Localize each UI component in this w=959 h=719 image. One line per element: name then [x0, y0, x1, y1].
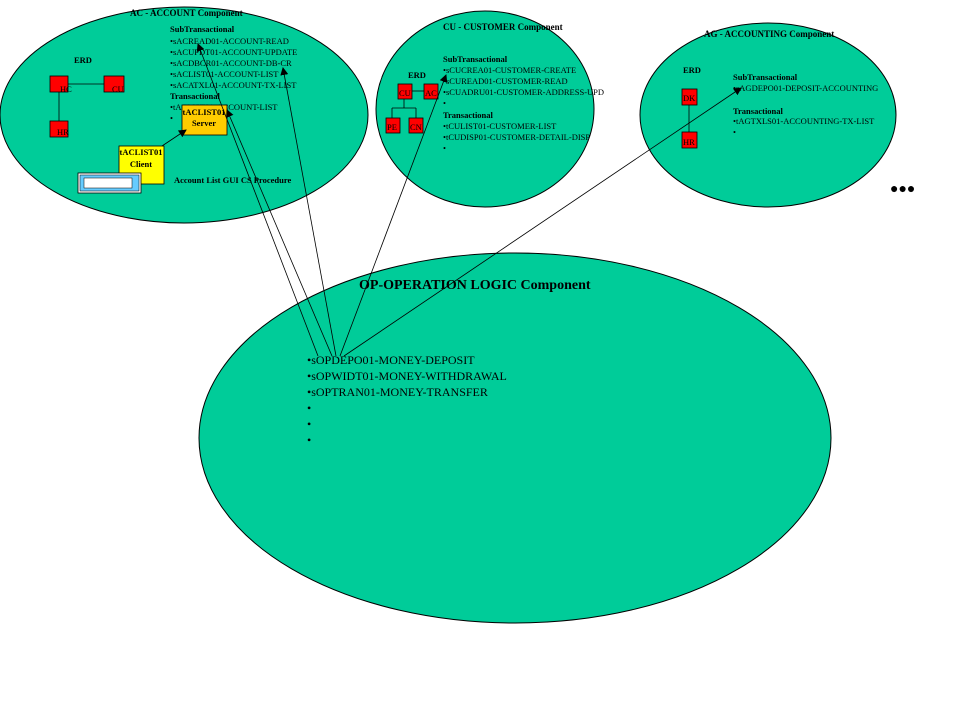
svg-text:•sCUCREA01-CUSTOMER-CREATE: •sCUCREA01-CUSTOMER-CREATE: [443, 65, 576, 75]
svg-text:•sCUADRU01-CUSTOMER-ADDRESS-UP: •sCUADRU01-CUSTOMER-ADDRESS-UPD: [443, 87, 604, 97]
cu-entity-cu: CU: [397, 83, 413, 100]
cu-entity-cn: CN: [408, 117, 424, 134]
cu-erd-label: ERD: [408, 70, 426, 80]
ac-sub-item: sACDBCR01-ACCOUNT-DB-CR: [173, 58, 292, 68]
svg-text:•sACLIST01-ACCOUNT-LIST: •sACLIST01-ACCOUNT-LIST: [170, 69, 279, 79]
svg-text:•tAGTXLS01-ACCOUNTING-TX-LIST: •tAGTXLS01-ACCOUNTING-TX-LIST: [733, 116, 875, 126]
cu-tx-item: tCUDISP01-CUSTOMER-DETAIL-DISP: [446, 132, 590, 142]
ac-gui-label: Account List GUI CS Procedure: [174, 175, 291, 185]
svg-text:PE: PE: [387, 122, 397, 132]
svg-text:HR: HR: [683, 137, 695, 147]
svg-text:•sCUREAD01-CUSTOMER-READ: •sCUREAD01-CUSTOMER-READ: [443, 76, 568, 86]
cu-tx-heading: Transactional: [443, 110, 494, 120]
ac-sub-item: sACUPDT01-ACCOUNT-UPDATE: [173, 47, 297, 57]
ag-component-ellipse: [639, 22, 897, 208]
ag-tx-heading: Transactional: [733, 106, 784, 116]
server-box-name: tACLIST01: [183, 107, 226, 117]
svg-text:•: •: [307, 401, 311, 415]
ac-entity-hc: HC: [49, 75, 72, 94]
op-item: sOPDEPO01-MONEY-DEPOSIT: [311, 353, 475, 367]
svg-text:•sACREAD01-ACCOUNT-READ: •sACREAD01-ACCOUNT-READ: [170, 36, 289, 46]
ag-sub-item: sAGDEPO01-DEPOSIT-ACCOUNTING: [736, 83, 878, 93]
cu-sub-item: sCUADRU01-CUSTOMER-ADDRESS-UPD: [446, 87, 604, 97]
svg-text:•sOPDEPO01-MONEY-DEPOSIT: •sOPDEPO01-MONEY-DEPOSIT: [307, 353, 475, 367]
ag-entity-dk: DK: [681, 88, 698, 106]
svg-text:AC: AC: [425, 88, 437, 98]
cu-sub-item: sCUCREA01-CUSTOMER-CREATE: [446, 65, 576, 75]
op-operation-list: •sOPDEPO01-MONEY-DEPOSIT •sOPWIDT01-MONE…: [307, 353, 507, 447]
svg-text:HR: HR: [57, 127, 69, 137]
svg-text:DK: DK: [683, 93, 696, 103]
svg-text:•sACATXL01-ACCOUNT-TX-LIST: •sACATXL01-ACCOUNT-TX-LIST: [170, 80, 297, 90]
ac-erd-label: ERD: [74, 55, 92, 65]
more-components-indicator: ●●●: [890, 182, 915, 197]
cu-sub-heading: SubTransactional: [443, 54, 508, 64]
ac-subtransactional-list: SubTransactional •sACREAD01-ACCOUNT-READ…: [170, 24, 297, 90]
op-component-ellipse: [198, 252, 832, 624]
svg-text:•: •: [443, 143, 446, 153]
cu-tx-item: tCULIST01-CUSTOMER-LIST: [446, 121, 557, 131]
client-box-role: Client: [130, 159, 152, 169]
cu-transactional-list: Transactional •tCULIST01-CUSTOMER-LIST •…: [443, 110, 590, 153]
svg-text:•: •: [733, 127, 736, 137]
ac-entity-hr: HR: [49, 120, 69, 138]
svg-text:•sOPWIDT01-MONEY-WITHDRAWAL: •sOPWIDT01-MONEY-WITHDRAWAL: [307, 369, 507, 383]
ac-component-title: AC - ACCOUNT Component: [130, 8, 243, 18]
ac-entity-cu: CU: [103, 75, 125, 94]
ac-sub-heading: SubTransactional: [170, 24, 235, 34]
op-item: sOPTRAN01-MONEY-TRANSFER: [311, 385, 488, 399]
svg-text:•: •: [443, 98, 446, 108]
svg-text:CU: CU: [112, 84, 124, 94]
cu-component-ellipse: [375, 10, 595, 208]
ac-sub-item: sACLIST01-ACCOUNT-LIST: [173, 69, 279, 79]
ag-entity-hr: HR: [681, 131, 698, 149]
svg-text:•sOPTRAN01-MONEY-TRANSFER: •sOPTRAN01-MONEY-TRANSFER: [307, 385, 488, 399]
ag-tx-item: tAGTXLS01-ACCOUNTING-TX-LIST: [736, 116, 875, 126]
cu-entity-pe: PE: [385, 117, 401, 134]
svg-text:•tCUDISP01-CUSTOMER-DETAIL-DIS: •tCUDISP01-CUSTOMER-DETAIL-DISP: [443, 132, 590, 142]
ag-erd-label: ERD: [683, 65, 701, 75]
svg-text:•sAGDEPO01-DEPOSIT-ACCOUNTING: •sAGDEPO01-DEPOSIT-ACCOUNTING: [733, 83, 878, 93]
svg-text:•: •: [170, 113, 173, 123]
op-item: sOPWIDT01-MONEY-WITHDRAWAL: [311, 369, 507, 383]
client-to-server-arrow: [161, 129, 187, 147]
ac-sub-item: sACATXL01-ACCOUNT-TX-LIST: [173, 80, 297, 90]
ac-server-box: tACLIST01 Server: [181, 104, 228, 136]
svg-text:•: •: [307, 433, 311, 447]
ag-transactional-list: Transactional •tAGTXLS01-ACCOUNTING-TX-L…: [733, 106, 875, 137]
cu-entity-ac: AC: [423, 83, 439, 100]
svg-text:HC: HC: [60, 84, 72, 94]
gui-window-icon: [77, 172, 142, 194]
svg-text:•sACDBCR01-ACCOUNT-DB-CR: •sACDBCR01-ACCOUNT-DB-CR: [170, 58, 292, 68]
svg-text:•tCULIST01-CUSTOMER-LIST: •tCULIST01-CUSTOMER-LIST: [443, 121, 557, 131]
ac-tx-heading: Transactional: [170, 91, 221, 101]
op-component-title: OP-OPERATION LOGIC Component: [359, 278, 591, 293]
cu-component-title: CU - CUSTOMER Component: [443, 22, 563, 32]
ag-sub-heading: SubTransactional: [733, 72, 798, 82]
server-box-role: Server: [192, 118, 216, 128]
svg-text:•: •: [307, 417, 311, 431]
svg-text:CU: CU: [399, 88, 411, 98]
svg-text:•sACUPDT01-ACCOUNT-UPDATE: •sACUPDT01-ACCOUNT-UPDATE: [170, 47, 297, 57]
client-box-name: tACLIST01: [120, 147, 163, 157]
ac-sub-item: sACREAD01-ACCOUNT-READ: [173, 36, 289, 46]
ag-component-title: AG - ACCOUNTING Component: [704, 29, 834, 39]
dependency-arrows: [196, 43, 742, 357]
svg-text:CN: CN: [410, 122, 422, 132]
cu-sub-item: sCUREAD01-CUSTOMER-READ: [446, 76, 568, 86]
